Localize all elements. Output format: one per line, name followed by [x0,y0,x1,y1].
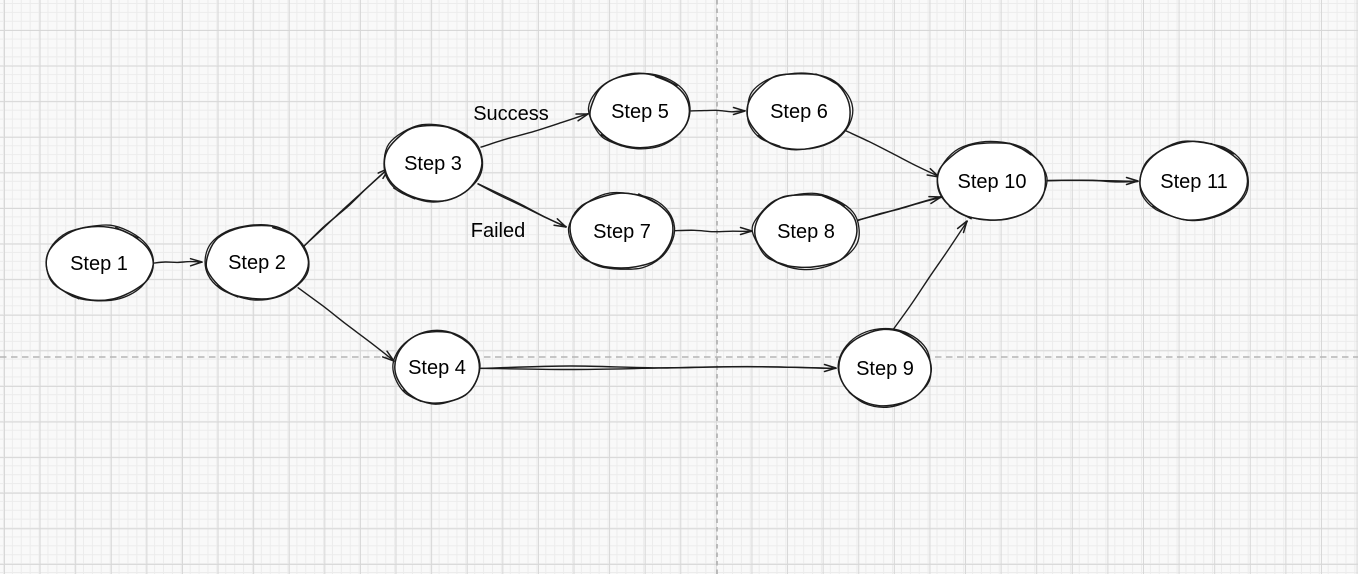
node-step2[interactable]: Step 2 [204,223,310,301]
edge-line [1046,179,1139,182]
node-shape-overdraw [1139,140,1249,222]
node-step7[interactable]: Step 7 [567,191,676,270]
node-shape-overdraw [383,123,484,203]
node-label: Step 6 [770,101,828,123]
node-step3[interactable]: Step 3 [383,123,484,203]
edge-line [891,220,968,332]
arrowhead-icon [956,220,968,234]
edge-step2-step3[interactable] [303,167,390,247]
node-shape-overdraw [837,327,932,409]
edge-line [477,183,567,228]
edge-step2-step4[interactable] [297,287,395,362]
node-label: Step 7 [593,221,651,243]
node-shape-overdraw [567,191,676,270]
edge-line [480,365,837,371]
edge-label-success: Success [473,103,549,125]
edge-line [303,167,390,247]
node-step1[interactable]: Step 1 [45,224,155,302]
edge-line [690,109,746,113]
node-label: Step 1 [70,253,128,275]
node-shape-overdraw [204,223,310,301]
node-step4[interactable]: Step 4 [392,329,481,405]
node-step5[interactable]: Step 5 [587,72,691,150]
node-label: Step 10 [958,171,1027,193]
edge-step3-step5[interactable]: Success [473,103,589,148]
node-label: Step 11 [1160,171,1227,193]
edge-step10-step11[interactable] [1046,176,1139,186]
node-shape-overdraw [751,192,860,271]
edge-step5-step6[interactable] [690,106,746,116]
edge-step9-step10[interactable] [891,220,968,332]
edge-line [844,129,940,178]
edge-step1-step2[interactable] [152,257,203,267]
arrowhead-icon [553,218,567,228]
edge-line [857,196,942,221]
node-shape-overdraw [587,72,691,150]
arrowhead-icon [823,363,837,373]
edge-step8-step10[interactable] [857,195,942,222]
edge-line [480,113,589,148]
edge-step6-step10[interactable] [844,129,940,178]
node-step11[interactable]: Step 11 [1139,140,1249,222]
arrowhead-icon [575,113,589,122]
node-step10[interactable]: Step 10 [936,140,1048,221]
node-shape-overdraw [746,72,854,150]
node-label: Step 4 [408,357,466,379]
node-label: Step 9 [856,358,914,380]
node-label: Step 3 [404,153,462,175]
edge-label-failed: Failed [471,220,525,242]
edge-line [297,287,395,362]
edge-step3-step7[interactable]: Failed [471,183,567,242]
arrowhead-icon [1125,176,1139,186]
node-label: Step 5 [611,101,669,123]
arrowhead-icon [732,106,746,116]
node-step6[interactable]: Step 6 [746,72,854,151]
node-label: Step 2 [228,252,286,274]
node-shape-overdraw [45,224,155,302]
edge-step4-step9[interactable] [480,363,837,373]
node-step8[interactable]: Step 8 [751,192,860,271]
edge-step7-step8[interactable] [674,226,753,236]
edge-line [674,229,753,233]
arrowhead-icon [189,257,203,267]
node-step9[interactable]: Step 9 [837,327,933,409]
node-label: Step 8 [777,221,835,243]
node-shape-overdraw [392,329,481,405]
node-shape-overdraw [936,140,1048,221]
edge-line [152,260,203,264]
